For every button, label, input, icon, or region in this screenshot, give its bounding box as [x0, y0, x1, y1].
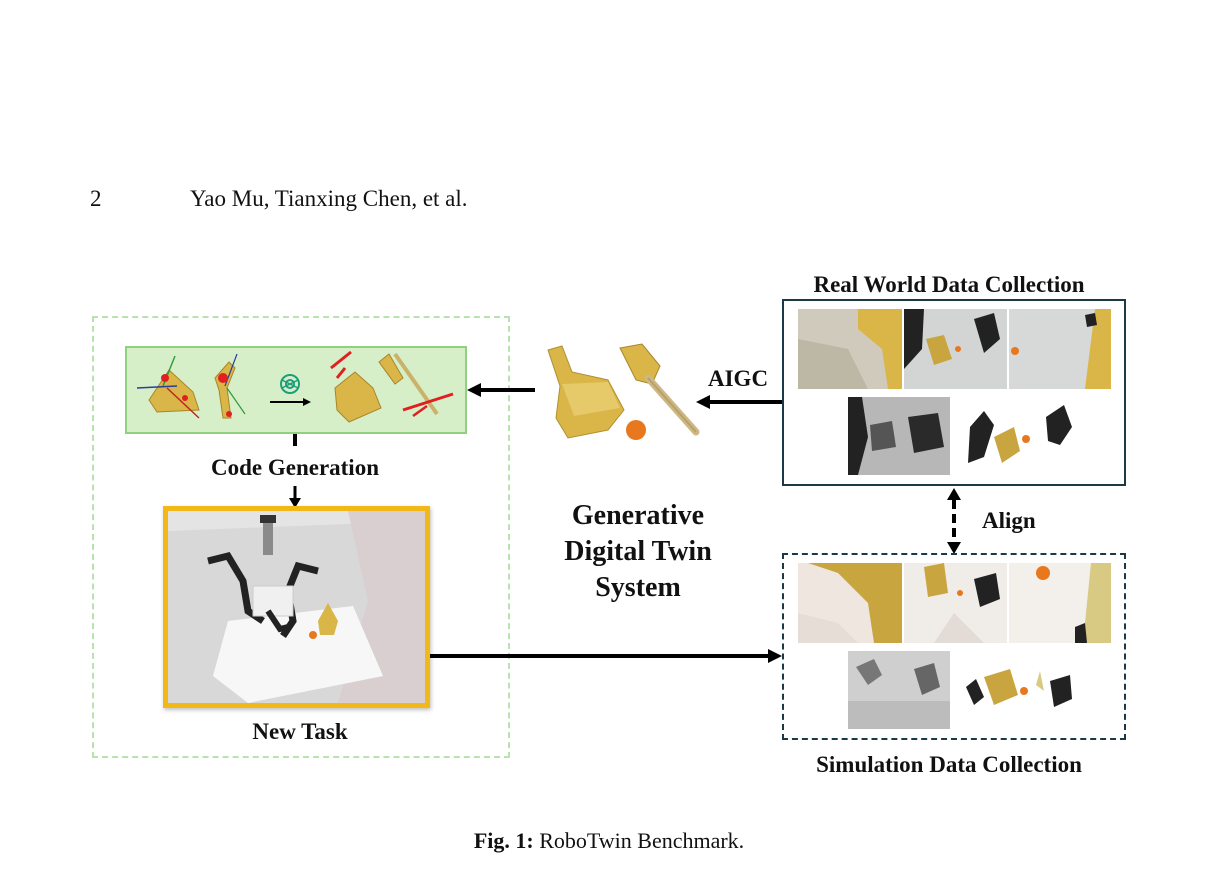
brush-raw-icon — [214, 353, 246, 419]
sim-rgb-view-2 — [904, 563, 1007, 643]
brush-annotated-icon — [378, 352, 454, 418]
real-world-label: Real World Data Collection — [813, 272, 1085, 297]
real-rgb-view-2 — [904, 309, 1007, 389]
aigc-label: AIGC — [708, 366, 769, 391]
dustpan-icon — [547, 345, 625, 439]
code-generation-label: Code Generation — [210, 455, 379, 480]
align-arrow — [947, 488, 961, 554]
page-number: 2 — [90, 186, 102, 211]
system-label-line2: Digital Twin — [564, 536, 712, 567]
simulation-panel — [782, 553, 1126, 740]
real-point-cloud — [960, 397, 1084, 475]
code-generation-container — [92, 316, 510, 758]
align-label: Align — [982, 508, 1036, 533]
dustpan-raw-icon — [136, 355, 200, 419]
arrow-to-code-generation — [467, 383, 535, 397]
orange-ball-icon — [626, 420, 646, 440]
arrow-to-new-task — [289, 486, 301, 508]
simulation-label: Simulation Data Collection — [816, 752, 1082, 777]
openai-icon — [280, 374, 300, 394]
dustpan-annotated-icon — [330, 350, 382, 423]
caption-text: RoboTwin Benchmark. — [539, 828, 745, 853]
brush-icon — [619, 343, 700, 436]
sim-depth-view — [848, 651, 950, 729]
sim-point-cloud — [960, 651, 1084, 729]
sim-rgb-view-1 — [798, 563, 902, 643]
system-label-line1: Generative — [571, 500, 705, 531]
code-generation-illustration — [136, 350, 454, 423]
code-box-connector — [293, 434, 297, 446]
code-generation-box — [125, 346, 467, 434]
real-rgb-view-1 — [798, 309, 902, 389]
arrow-aigc — [696, 395, 784, 409]
figure-caption: Fig. 1: RoboTwin Benchmark. — [0, 828, 1218, 854]
generated-assets-illustration — [547, 343, 700, 440]
caption-prefix: Fig. 1: — [473, 828, 534, 853]
new-task-image — [163, 506, 430, 708]
sim-rgb-view-3 — [1009, 563, 1111, 643]
system-label: Generative Digital Twin System — [528, 498, 748, 606]
system-label-line3: System — [595, 572, 681, 603]
running-header-authors: Yao Mu, Tianxing Chen, et al. — [190, 186, 468, 211]
arrow-new-task-to-simulation — [430, 649, 782, 663]
real-world-panel — [782, 299, 1126, 486]
real-depth-view — [848, 397, 950, 475]
new-task-label: New Task — [252, 719, 348, 744]
real-rgb-view-3 — [1009, 309, 1111, 389]
